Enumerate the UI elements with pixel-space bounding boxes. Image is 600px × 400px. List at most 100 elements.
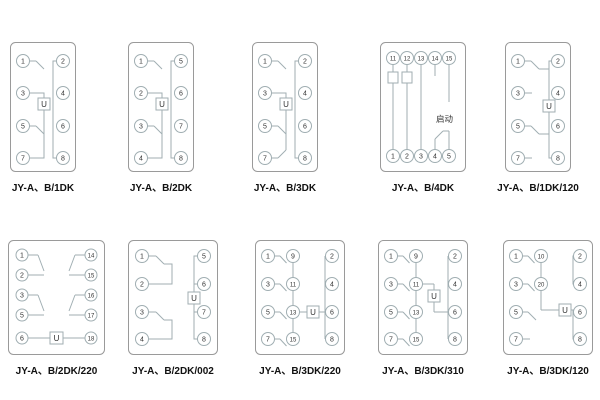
wire xyxy=(155,311,165,321)
wire xyxy=(148,263,173,285)
diagram-border xyxy=(505,42,571,172)
terminal-circle xyxy=(261,249,275,263)
terminal-circle xyxy=(84,248,98,262)
terminal-circle xyxy=(286,305,300,319)
component-box xyxy=(387,71,399,84)
terminal-number: 13 xyxy=(413,311,420,317)
diagram-label: JY-A、B/3DK/120 xyxy=(507,366,589,377)
wire xyxy=(193,304,198,340)
terminal-circle xyxy=(428,149,442,163)
terminal-circle xyxy=(15,331,29,345)
terminal-circle xyxy=(442,51,456,65)
terminal-circle xyxy=(258,86,272,100)
wire xyxy=(153,60,163,70)
terminal-circle xyxy=(16,86,30,100)
terminal-number: 2 xyxy=(20,273,24,280)
terminal-number: 13 xyxy=(418,57,425,63)
coil-box xyxy=(37,97,51,111)
terminal-number: 1 xyxy=(391,154,395,161)
terminal-circle xyxy=(384,332,398,346)
terminal-number: 2 xyxy=(139,91,143,98)
coil-box xyxy=(427,289,441,303)
terminal-circle xyxy=(134,119,148,133)
coil-label: U xyxy=(159,100,165,109)
terminal-number: 12 xyxy=(404,57,411,63)
wire xyxy=(277,149,287,159)
terminal-number: 10 xyxy=(538,255,545,261)
wire xyxy=(402,338,410,347)
terminal-circle xyxy=(174,151,188,165)
wire xyxy=(277,125,287,135)
terminal-number: 2 xyxy=(140,282,144,289)
terminal-number: 3 xyxy=(419,154,423,161)
terminal-number: 2 xyxy=(405,154,409,161)
terminal-circle xyxy=(15,308,29,322)
coil-label: U xyxy=(283,100,289,109)
terminal-circle xyxy=(325,332,339,346)
coil-label: U xyxy=(310,308,316,317)
diagram-border xyxy=(8,240,105,355)
terminal-circle xyxy=(325,277,339,291)
coil-label: U xyxy=(41,100,47,109)
terminal-circle xyxy=(442,149,456,163)
terminal-number: 5 xyxy=(202,254,206,261)
terminal-number: 3 xyxy=(21,91,25,98)
terminal-circle xyxy=(511,54,525,68)
terminal-number: 4 xyxy=(139,156,143,163)
diagram-border xyxy=(252,42,318,172)
terminal-number: 4 xyxy=(556,91,560,98)
annotation-text: 启动 xyxy=(436,114,454,124)
terminal-number: 2 xyxy=(578,254,582,261)
terminal-circle xyxy=(386,149,400,163)
terminal-circle xyxy=(134,54,148,68)
terminal-circle xyxy=(84,331,98,345)
wire xyxy=(530,125,540,135)
terminal-circle xyxy=(197,305,211,319)
terminal-number: 3 xyxy=(266,282,270,289)
component-box xyxy=(401,71,413,84)
terminal-circle xyxy=(409,332,423,346)
diagram-label: JY-A、B/1DK/120 xyxy=(497,183,579,194)
diagram-label: JY-A、B/4DK xyxy=(391,183,455,194)
terminal-circle xyxy=(448,249,462,263)
terminal-circle xyxy=(197,332,211,346)
wire xyxy=(402,283,410,292)
wire xyxy=(68,294,76,312)
terminal-circle xyxy=(174,86,188,100)
wire xyxy=(29,110,45,159)
wire xyxy=(37,254,45,272)
coil-box xyxy=(542,99,556,113)
terminal-number: 5 xyxy=(389,310,393,317)
wire xyxy=(37,294,45,312)
coil-box xyxy=(558,303,572,317)
terminal-circle xyxy=(134,151,148,165)
terminal-number: 1 xyxy=(139,59,143,66)
terminal-number: 11 xyxy=(413,283,420,289)
coil-label: U xyxy=(191,294,197,303)
terminal-circle xyxy=(325,249,339,263)
terminal-circle xyxy=(258,54,272,68)
terminal-number: 15 xyxy=(446,57,453,63)
terminal-circle xyxy=(135,277,149,291)
terminal-number: 5 xyxy=(266,310,270,317)
terminal-number: 1 xyxy=(20,253,24,260)
terminal-number: 7 xyxy=(179,124,183,131)
coil-box xyxy=(306,305,320,319)
terminal-number: 3 xyxy=(139,124,143,131)
terminal-circle xyxy=(409,305,423,319)
terminal-number: 2 xyxy=(61,59,65,66)
terminal-circle xyxy=(509,249,523,263)
terminal-number: 8 xyxy=(330,337,334,344)
terminal-circle xyxy=(261,332,275,346)
wire xyxy=(402,255,410,264)
terminal-number: 1 xyxy=(516,59,520,66)
terminal-circle xyxy=(15,268,29,282)
terminal-circle xyxy=(286,332,300,346)
terminal-number: 8 xyxy=(578,337,582,344)
terminal-circle xyxy=(384,277,398,291)
terminal-circle xyxy=(551,119,565,133)
terminal-number: 6 xyxy=(202,282,206,289)
wire xyxy=(527,311,537,321)
